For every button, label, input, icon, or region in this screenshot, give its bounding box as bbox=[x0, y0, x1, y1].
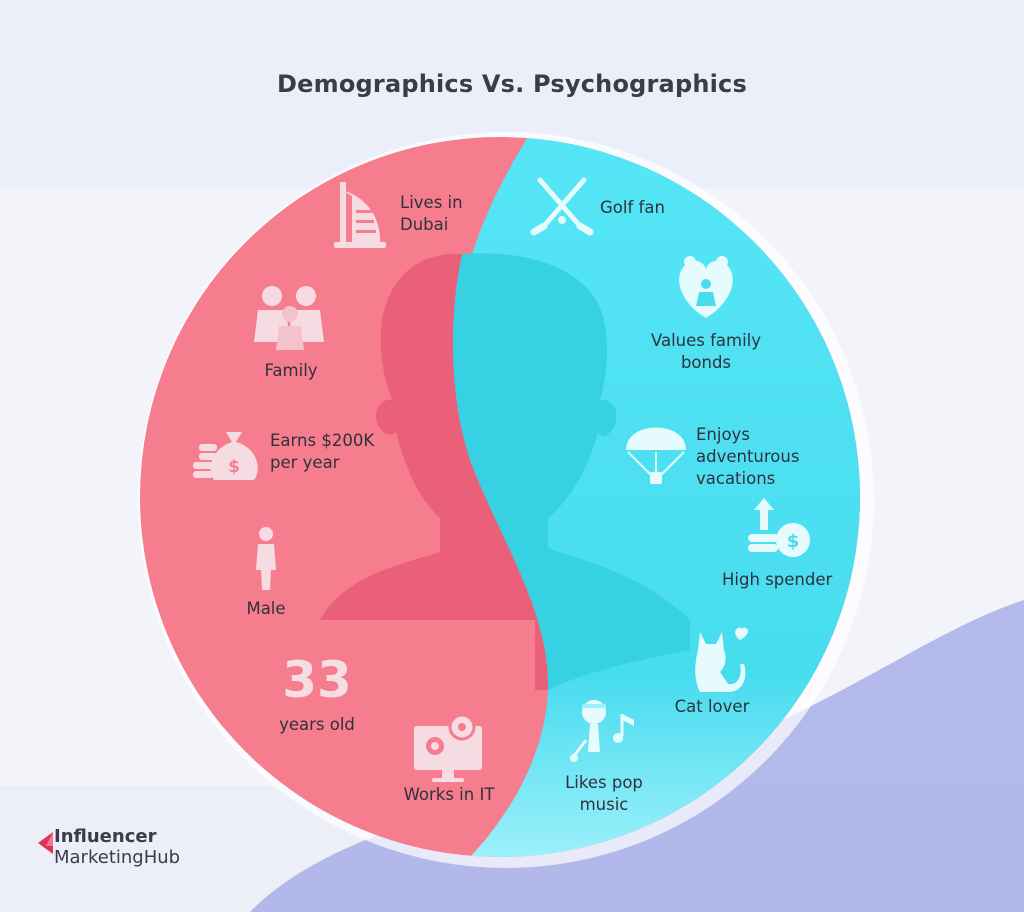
head-silhouette-left bbox=[320, 254, 549, 690]
age-number: 33 bbox=[282, 651, 352, 709]
page-title: Demographics Vs. Psychographics bbox=[277, 70, 747, 98]
gender-label: Male bbox=[246, 599, 286, 618]
spending-label: High spender bbox=[722, 570, 833, 589]
family-icon bbox=[254, 286, 324, 350]
head-silhouette-right bbox=[452, 253, 690, 690]
male-person-icon bbox=[256, 527, 276, 590]
svg-text:$: $ bbox=[787, 531, 800, 552]
values-label: Values family bonds bbox=[650, 331, 762, 372]
burj-al-arab-icon bbox=[334, 182, 386, 248]
coins-arrow-icon: $ bbox=[748, 498, 810, 557]
golf-clubs-icon bbox=[530, 177, 594, 236]
age-label: years old bbox=[279, 715, 355, 734]
family-label: Family bbox=[264, 361, 318, 380]
svg-text:$: $ bbox=[228, 457, 240, 477]
location-label: Lives in Dubai bbox=[400, 193, 463, 234]
income-label: Earns $200K per year bbox=[270, 431, 375, 472]
singer-note-icon bbox=[570, 700, 634, 762]
brand-name-line1: Influencer bbox=[54, 826, 157, 847]
influencer-marketing-hub-logo-icon bbox=[38, 832, 53, 854]
cat-heart-icon bbox=[695, 627, 748, 692]
pets-label: Cat lover bbox=[674, 697, 750, 716]
occupation-label: Works in IT bbox=[403, 785, 495, 804]
travel-label: Enjoys adventurous vacations bbox=[696, 425, 800, 488]
money-bag-icon: $ bbox=[193, 432, 258, 480]
brand-name-line2: MarketingHub bbox=[54, 847, 181, 868]
family-heart-icon bbox=[679, 256, 733, 318]
hobby-label: Golf fan bbox=[600, 198, 665, 217]
music-label: Likes pop music bbox=[565, 773, 643, 814]
parachute-icon bbox=[626, 427, 686, 484]
computer-gears-icon bbox=[414, 713, 482, 782]
